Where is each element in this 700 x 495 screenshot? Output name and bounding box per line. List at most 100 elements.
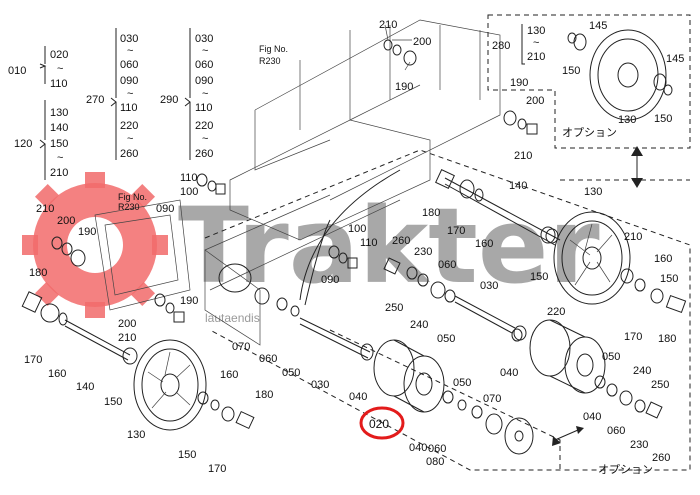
label-290: 290 (160, 94, 178, 106)
mid-shaft-group: 260 230 060 030 250 240 050 (383, 235, 527, 345)
code-column-010: 010 020 ~ 110 (8, 46, 68, 90)
option-arrow-bottom (552, 426, 584, 446)
watermark-brand: Trakter (178, 185, 600, 307)
code-tilde-5: ~ (127, 133, 133, 145)
label-050-d: 050 (282, 367, 300, 379)
code-150: 150 (50, 138, 68, 150)
label-030-c: 030 (480, 280, 498, 292)
assembly-dashed-outline (204, 149, 691, 471)
code-110b: 110 (120, 102, 138, 114)
option-text-bottom: オプション (598, 463, 653, 476)
top-bolt-group: 210 200 190 (379, 19, 431, 93)
gear-170 (40, 303, 60, 323)
code-column-290: 290 030 ~ 060 090 ~ 110 220 ~ 260 (160, 28, 213, 160)
code-220: 220 (120, 120, 138, 132)
label-150b: 150 (654, 113, 672, 125)
left-bolt-group: 210 200 190 (36, 203, 96, 267)
label-170-b: 170 (208, 463, 226, 475)
label-190-r: 190 (510, 77, 528, 89)
code-130: 130 (527, 25, 545, 37)
code-column-270: 270 030 ~ 060 090 ~ 110 220 ~ 260 (86, 28, 138, 160)
label-230-c: 230 (414, 246, 432, 258)
label-150a: 150 (562, 65, 580, 77)
code-tilde-4: ~ (127, 88, 133, 100)
label-260-c: 260 (392, 235, 410, 247)
code-060b: 060 (195, 59, 213, 71)
fig-ref-top-2: R230 (259, 56, 281, 66)
option-box-top: 280 130 ~ 210 145 150 130 145 150 オプション (487, 14, 691, 149)
label-060-e: 060 (428, 443, 446, 455)
roller-220: 220 040 (500, 306, 606, 394)
label-200-top: 200 (413, 36, 431, 48)
label-100-b: 100 (348, 223, 366, 235)
frame-hole (218, 263, 252, 293)
option-text-top: オプション (562, 126, 617, 139)
label-270: 270 (86, 94, 104, 106)
leader-arc (299, 169, 401, 301)
code-110c: 110 (195, 102, 213, 114)
label-130-top: 130 (618, 114, 636, 126)
label-280: 280 (492, 40, 510, 52)
callout-020[interactable]: 020 (359, 406, 405, 440)
code-110: 110 (50, 78, 68, 90)
label-030-d: 030 (311, 379, 329, 391)
code-tilde-7: ~ (202, 88, 208, 100)
right-small-parts: 050 240 250 040 060 230 260 オプション (583, 351, 670, 476)
label-250-f: 250 (651, 379, 669, 391)
code-260b: 260 (195, 148, 213, 160)
label-210-right: 210 (624, 231, 642, 243)
label-110-b: 110 (360, 237, 378, 249)
label-200-r: 200 (526, 95, 544, 107)
label-120: 120 (14, 138, 32, 150)
label-150-b: 150 (178, 449, 196, 461)
label-210-l: 210 (36, 203, 54, 215)
label-160-l: 160 (48, 368, 66, 380)
label-180-b: 180 (255, 389, 273, 401)
inner-dashed-outline (329, 329, 561, 470)
chassis-frame (94, 19, 501, 346)
label-150-right: 150 (530, 271, 548, 283)
code-030b: 030 (195, 33, 213, 45)
code-060: 060 (120, 59, 138, 71)
code-tilde-1: ~ (57, 63, 63, 75)
label-150-l: 150 (104, 396, 122, 408)
label-170-l: 170 (24, 354, 42, 366)
figure-reference-top: Fig No. R230 (259, 44, 288, 66)
watermark-sub: lautaendis (205, 311, 260, 325)
label-145a: 145 (589, 20, 607, 32)
callout-circle[interactable] (359, 406, 405, 440)
code-030: 030 (120, 33, 138, 45)
code-tilde-3: ~ (127, 45, 133, 57)
code-column-120: 120 130 140 150 ~ 210 (14, 100, 68, 180)
label-210-r: 210 (514, 150, 532, 162)
label-170-right: 170 (624, 331, 642, 343)
label-210-top: 210 (379, 19, 397, 31)
label-100-a: 100 (180, 186, 198, 198)
watermark: Trakter lautaendis (22, 172, 600, 325)
bolt-group-b: 100 110 090 (321, 223, 378, 286)
fig-ref-top-1: Fig No. (259, 44, 288, 54)
code-090b: 090 (195, 75, 213, 87)
label-050-f: 050 (602, 351, 620, 363)
shaft-top: 140 180 170 160 (422, 169, 561, 250)
label-210-l2: 210 (118, 332, 136, 344)
bearing-145b (653, 73, 667, 91)
callout-label: 020 (369, 417, 389, 431)
label-170-m: 170 (447, 225, 465, 237)
label-190-top: 190 (395, 81, 413, 93)
label-040-f: 040 (583, 411, 601, 423)
label-180-m: 180 (422, 207, 440, 219)
label-040-e: 040 (409, 442, 427, 454)
idler-wheel-130: 130 160 150 170 180 (127, 339, 273, 475)
label-130-right: 130 (584, 186, 602, 198)
code-140: 140 (50, 122, 68, 134)
label-090-b: 090 (321, 274, 339, 286)
label-140-l: 140 (76, 381, 94, 393)
fig-ref-left-2: R230 (118, 202, 140, 212)
label-200-l2: 200 (118, 318, 136, 330)
label-180-right: 180 (658, 333, 676, 345)
code-020: 020 (50, 49, 68, 61)
fig-ref-left-1: Fig No. (118, 192, 147, 202)
